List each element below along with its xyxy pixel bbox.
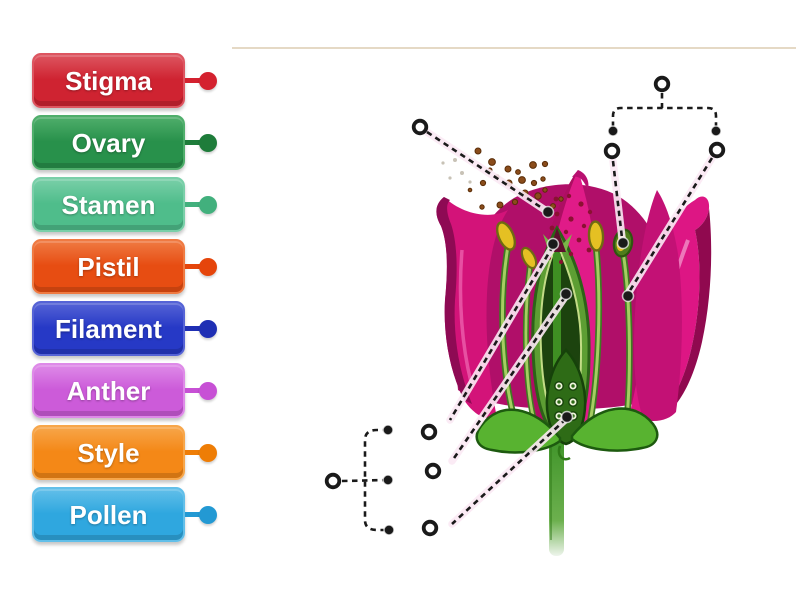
anther-anchor: [616, 236, 630, 250]
petal-center-right: [634, 190, 682, 422]
style-anchor: [559, 287, 573, 301]
label-row-pistil: Pistil: [32, 239, 217, 294]
stigma-anchor: [546, 237, 560, 251]
label-connector-dot-ovary: [199, 133, 217, 152]
pistil-bracket-dot-top: [382, 424, 394, 436]
label-row-stamen: Stamen: [32, 177, 217, 232]
label-connector-dot-style: [199, 443, 217, 462]
label-row-ovary: Ovary: [32, 115, 217, 170]
label-connector-dot-stigma: [199, 71, 217, 90]
drop-target-style[interactable]: [424, 462, 442, 480]
label-connector-filament: [185, 326, 200, 331]
drop-target-ovary[interactable]: [421, 519, 439, 537]
label-connector-dot-stamen: [199, 195, 217, 214]
label-tile-style[interactable]: Style: [32, 425, 185, 480]
filament-line: [627, 157, 714, 293]
anther-line: [611, 160, 624, 239]
petal-tip-curl: [572, 170, 589, 190]
label-connector-stamen: [185, 202, 200, 207]
label-connector-style: [185, 450, 200, 455]
label-row-pollen: Pollen: [32, 487, 217, 542]
label-tile-anther[interactable]: Anther: [32, 363, 185, 418]
stamen-bracket: [611, 93, 718, 127]
label-row-stigma: Stigma: [32, 53, 217, 108]
pistil-bracket: [341, 428, 389, 532]
pistil-bracket-dot-bottom: [383, 524, 395, 536]
label-connector-ovary: [185, 140, 200, 145]
pollen-anchor: [541, 205, 555, 219]
label-row-filament: Filament: [32, 301, 217, 356]
petal-left-highlight: [458, 249, 474, 387]
label-connector-dot-pollen: [199, 505, 217, 524]
label-tile-pistil[interactable]: Pistil: [32, 239, 185, 294]
label-tile-pollen[interactable]: Pollen: [32, 487, 185, 542]
label-tile-stigma[interactable]: Stigma: [32, 53, 185, 108]
pistil-bracket-dot-middle: [382, 474, 394, 486]
label-connector-pollen: [185, 512, 200, 517]
petal-left-shadow: [436, 197, 472, 404]
drop-target-anther[interactable]: [603, 142, 621, 160]
ovary-line-halo: [448, 415, 570, 528]
label-tile-stamen[interactable]: Stamen: [32, 177, 185, 232]
stamen-bracket-dot-right: [710, 125, 722, 137]
ovary-anchor: [560, 410, 574, 424]
stamen-bracket-dot-left: [607, 125, 619, 137]
stem: [549, 438, 564, 556]
label-row-anther: Anther: [32, 363, 217, 418]
label-connector-pistil: [185, 264, 200, 269]
label-connector-stigma: [185, 78, 200, 83]
ovary-structure: [545, 348, 587, 446]
drop-target-stigma[interactable]: [420, 423, 438, 441]
style-line: [450, 296, 567, 462]
drop-target-pollen[interactable]: [411, 118, 429, 136]
label-connector-anther: [185, 388, 200, 393]
label-tile-filament[interactable]: Filament: [32, 301, 185, 356]
drop-target-filament[interactable]: [708, 141, 726, 159]
label-connector-dot-filament: [199, 319, 217, 338]
drop-target-pistil[interactable]: [324, 472, 342, 490]
pollen-cloud: [441, 147, 593, 264]
flower-illustration: [436, 147, 712, 556]
label-connector-dot-anther: [199, 381, 217, 400]
filament-anchor: [621, 289, 635, 303]
label-row-style: Style: [32, 425, 217, 480]
label-connector-dot-pistil: [199, 257, 217, 276]
petal-right-shadow: [657, 208, 712, 418]
drop-target-stamen[interactable]: [653, 75, 671, 93]
anthers: [495, 220, 634, 270]
stigma-line: [448, 245, 555, 421]
pollen-line: [426, 130, 546, 212]
label-tile-ovary[interactable]: Ovary: [32, 115, 185, 170]
